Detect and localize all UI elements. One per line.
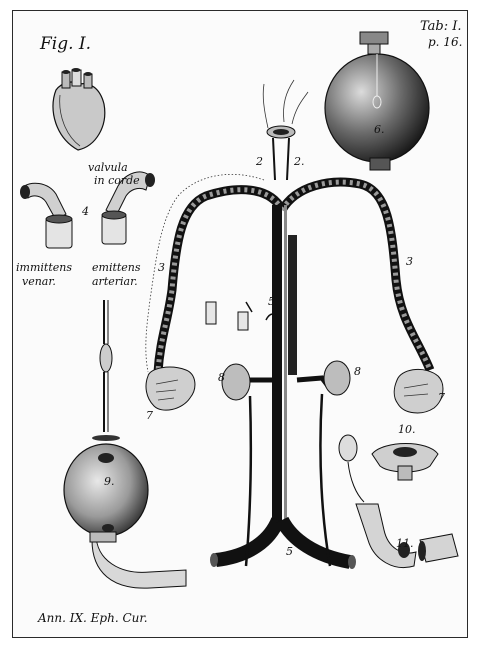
left-hand-drawing <box>146 367 195 410</box>
number-11: 11. <box>396 538 414 549</box>
label-emittens: emittens <box>92 262 141 273</box>
number-8-left: 8 <box>218 372 225 383</box>
number-3-left: 3 <box>158 262 165 273</box>
valve-ring-drawing <box>372 444 438 481</box>
number-2-left: 2 <box>256 156 263 167</box>
number-4: 4 <box>82 206 89 217</box>
label-venar: venar. <box>22 276 56 287</box>
number-6: 6. <box>374 124 385 135</box>
number-10: 10. <box>398 424 416 435</box>
figure-label: Fig. I. <box>40 36 91 53</box>
number-5-upper: 5 <box>268 296 275 307</box>
immittens-tube-drawing <box>20 183 72 248</box>
tab-label: Tab: I. <box>420 20 462 33</box>
page-reference: p. 16. <box>428 36 462 48</box>
bulb-with-stem-drawing <box>64 300 186 588</box>
number-7-right: 7 <box>438 392 445 403</box>
label-valvula: valvula <box>88 162 128 173</box>
glass-vessel-drawing <box>325 32 429 170</box>
label-immittens: immittens <box>16 262 72 273</box>
number-9: 9. <box>104 476 115 487</box>
label-in-corde: in corde <box>94 175 140 186</box>
label-arteriar: arteriar. <box>92 276 138 287</box>
number-5-lower: 5 <box>286 546 293 557</box>
plate-caption: Ann. IX. Eph. Cur. <box>38 612 148 624</box>
number-3-right: 3 <box>406 256 413 267</box>
heart-drawing <box>53 68 105 150</box>
right-hand-drawing <box>394 369 443 413</box>
number-7-left: 7 <box>146 410 153 421</box>
number-2-right: 2. <box>294 156 305 167</box>
number-8-right: 8 <box>354 366 361 377</box>
